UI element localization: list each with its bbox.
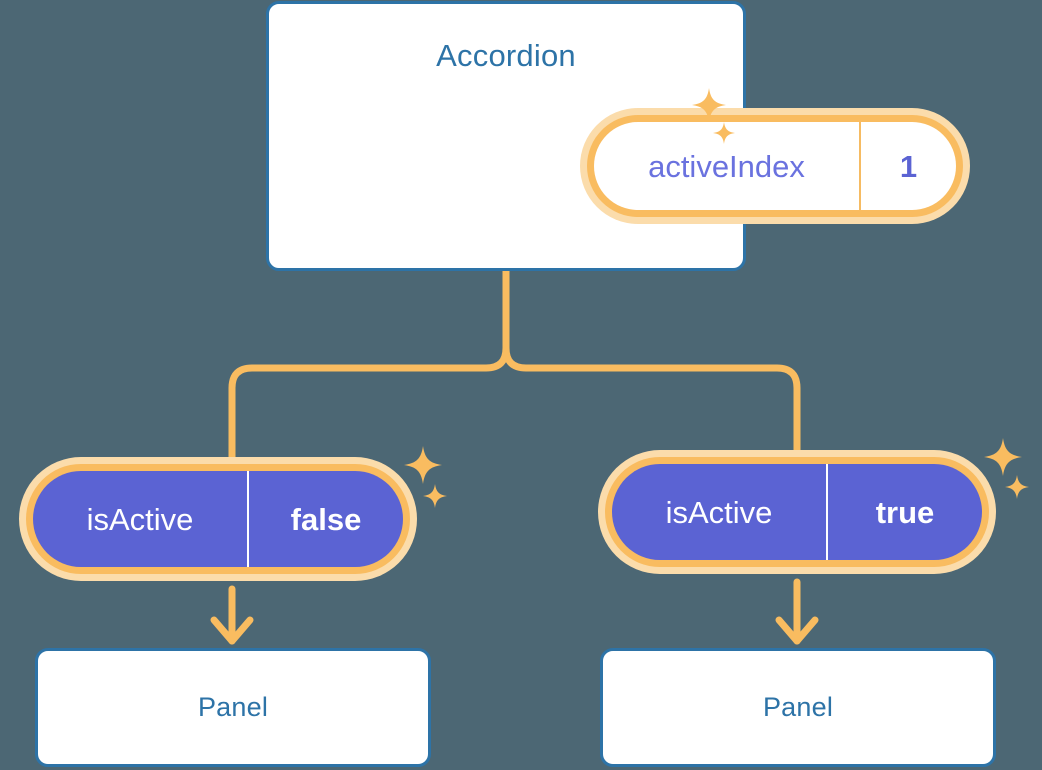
sparkle-4-point-icon [404,446,442,484]
connector-branch-left [228,344,510,461]
arrow-down-icon-right [775,578,819,645]
panel-title-left: Panel [197,692,269,722]
connector-branch-right [502,344,801,454]
sparkle-4-point-icon [984,438,1022,476]
panel-title-right: Panel [762,692,834,722]
badge-body: activeIndex 1 [594,122,956,210]
arrow-down-icon-left [210,585,254,645]
accordion-title: Accordion [436,38,576,73]
accordion-node[interactable]: Accordion activeIndex 1 [266,1,970,271]
is-active-badge-right[interactable]: isActive true [598,450,996,574]
badge-ring: isActive false [26,464,410,574]
active-index-value: 1 [899,148,918,184]
active-index-key: activeIndex [594,122,861,210]
is-active-value-right: true [875,494,935,530]
badge-ring: isActive true [605,457,989,567]
panel-node-left[interactable]: Panel [35,648,431,767]
badge-ring: activeIndex 1 [587,115,963,217]
is-active-key-right: isActive [612,464,828,560]
is-active-value-left: false [290,501,362,537]
is-active-badge-left[interactable]: isActive false [19,457,417,581]
panel-node-right[interactable]: Panel [600,648,996,767]
active-index-state-badge[interactable]: activeIndex 1 [580,108,970,224]
badge-body: isActive false [33,471,403,567]
sparkle-4-point-small-icon [1005,475,1029,499]
is-active-key-left: isActive [33,471,249,567]
sparkle-4-point-small-icon [423,484,447,508]
badge-body: isActive true [612,464,982,560]
